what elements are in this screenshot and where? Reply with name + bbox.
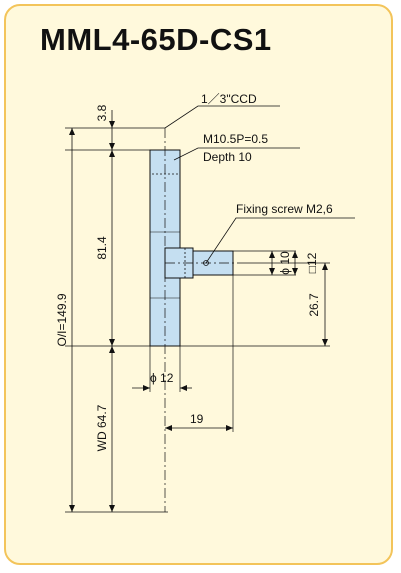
thread-label: M10.5P=0.5 xyxy=(203,132,268,146)
extension-lines xyxy=(65,127,330,513)
leader-lines xyxy=(164,105,355,264)
arrowheads xyxy=(69,121,328,512)
model-title: MML4-65D-CS1 xyxy=(40,22,272,57)
dim-phi12-label: ϕ 12 xyxy=(150,371,174,385)
mount-label: 1／3"CCD xyxy=(201,92,257,106)
dim-19-label: 19 xyxy=(190,412,204,426)
fixing-screw-mark xyxy=(203,260,209,266)
dim-sq12-label: □12 xyxy=(305,252,319,273)
dim-total-label: O/I=149.9 xyxy=(55,293,69,346)
dimension-lines xyxy=(71,110,326,512)
dim-phi10-label: ϕ 10 xyxy=(278,251,292,275)
dim-top-label: 3.8 xyxy=(95,104,109,121)
drawing-card xyxy=(4,4,393,565)
dim-wd-label: WD 64.7 xyxy=(95,404,109,451)
dim-body-label: 81.4 xyxy=(95,236,109,260)
dim-267-label: 26.7 xyxy=(307,293,321,317)
depth-label: Depth 10 xyxy=(203,150,252,164)
fixing-screw-label: Fixing screw M2,6 xyxy=(236,202,333,216)
